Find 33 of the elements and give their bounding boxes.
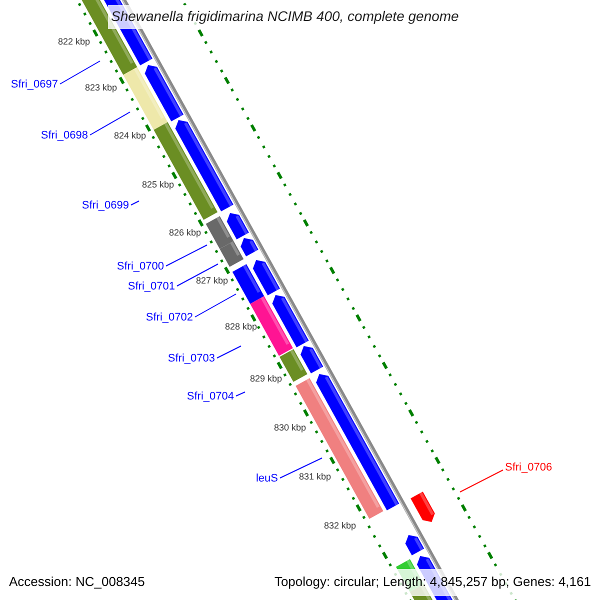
leader-line bbox=[166, 244, 208, 266]
position-label: 831 kbp bbox=[298, 472, 332, 482]
position-label: 830 kbp bbox=[274, 424, 306, 432]
gene-label: Sfri_0699 bbox=[82, 200, 129, 212]
gene-label: leuS bbox=[256, 474, 278, 484]
gene-label: Sfri_0703 bbox=[168, 354, 215, 364]
position-label: 823 kbp bbox=[84, 84, 118, 92]
leader-line bbox=[90, 112, 130, 136]
leader-line bbox=[130, 200, 140, 206]
position-label: 832 kbp bbox=[324, 522, 356, 530]
gene-label: Sfri_0704 bbox=[186, 392, 234, 402]
leader-line bbox=[194, 294, 236, 318]
leader-line bbox=[60, 60, 100, 84]
gene-label: Sfri_0701 bbox=[128, 282, 175, 292]
position-label: 828 kbp bbox=[224, 322, 258, 332]
leader-line bbox=[236, 392, 246, 396]
leader-line bbox=[216, 346, 242, 358]
gene-label: Sfri_0697 bbox=[10, 80, 58, 90]
leader-line bbox=[460, 470, 504, 492]
leader-line bbox=[280, 458, 322, 478]
position-label: 824 kbp bbox=[114, 132, 146, 140]
gene-label: Sfri_0702 bbox=[146, 312, 193, 324]
position-label: 826 kbp bbox=[168, 228, 202, 238]
genome-summary-text: Topology: circular; Length: 4,845,257 bp; Genes: 4,161 bbox=[274, 574, 591, 590]
gene-label: Sfri_0698 bbox=[40, 130, 88, 142]
leader-line bbox=[176, 264, 218, 286]
position-label: 827 kbp bbox=[196, 276, 228, 286]
position-label: 825 kbp bbox=[142, 180, 174, 190]
position-label: 822 kbp bbox=[58, 38, 90, 46]
position-label: 829 kbp bbox=[250, 374, 282, 384]
gene-label: Sfri_0700 bbox=[116, 262, 164, 272]
accession-text: Accession: NC_008345 bbox=[9, 574, 145, 590]
gene-label: Sfri_0706 bbox=[505, 462, 552, 474]
